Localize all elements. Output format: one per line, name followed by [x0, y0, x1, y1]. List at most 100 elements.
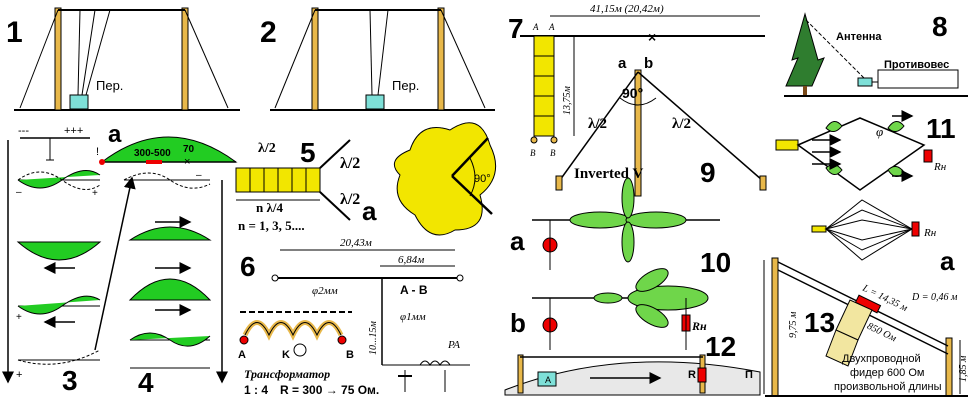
current-hump [100, 136, 238, 163]
lobe [825, 164, 843, 175]
feeder-line-2: фидер 600 Ом [850, 367, 924, 379]
panel-13-sloping-antenna: L = 14,35 м Rн = 850 Ом D = 0,46 м 9,75 … [763, 257, 969, 397]
downlead-2 [377, 9, 389, 96]
height-right-label: 1,85 м [958, 355, 969, 382]
feed-point [99, 159, 105, 165]
rhombus [796, 117, 926, 191]
downlead-3 [85, 9, 111, 96]
exclamation: ! [96, 146, 99, 158]
mast-tall [771, 257, 779, 397]
angle-label: 90° [622, 85, 643, 101]
insulator-right [456, 274, 464, 282]
panel-10-radiation-patterns: a 10 b Rн [510, 177, 731, 350]
panel-11-rhombic-antenna: φ Rн 11 Rн a [775, 110, 956, 276]
panel-9-inverted-v: a b 90° λ/2 λ/2 Inverted V 9 [555, 55, 767, 197]
pattern-a-lobes [569, 177, 687, 263]
range-label: 300-500 [134, 148, 171, 159]
panel-number-7: 7 [508, 13, 524, 44]
transmitter-box [537, 371, 557, 387]
wave-shape [17, 170, 101, 189]
panel-5a-radiation-pattern: 90° a [362, 122, 497, 236]
angle-arc [619, 97, 657, 106]
terminal-b [337, 335, 347, 345]
half-wave-mid: λ/2 [340, 155, 360, 172]
guy-wire-right [440, 9, 486, 109]
panel-number-5: 5 [300, 137, 316, 168]
d-label: D = 0,46 м [911, 292, 958, 303]
transformer-title: Трансформатор [244, 367, 330, 381]
plus-signs: + [16, 369, 22, 381]
lobe [825, 121, 843, 132]
load-label: Rн [933, 161, 947, 173]
terminal-b-label: B [346, 349, 354, 361]
point-a: a [618, 55, 627, 72]
wave-shape [128, 278, 212, 301]
half-wave-bot: λ/2 [340, 191, 360, 208]
terminal-a [239, 335, 249, 345]
minus-sign: – [196, 170, 202, 181]
guy-wire-right [184, 9, 229, 109]
counterpoise-box [877, 69, 959, 89]
mast-left [311, 7, 319, 111]
n-values-label: n = 1, 3, 5.... [238, 218, 305, 233]
panel-12-beverage-antenna: A R П 12 [504, 331, 761, 396]
wave-shape [129, 332, 211, 347]
panel-number-6: 6 [240, 251, 256, 282]
ab-label: A - B [400, 283, 428, 297]
antenna-label: Антенна [836, 31, 882, 43]
height-label: 13,75м [562, 86, 573, 116]
panel-6-windom-antenna: 6 20,43м 6,84м φ2мм A - B φ1мм 10...15м … [238, 237, 470, 397]
terminal-right [550, 136, 558, 144]
panel-number-8: 8 [932, 11, 948, 42]
load-resistor-a [911, 221, 920, 237]
load-resistor [923, 149, 933, 163]
downlead-1 [77, 9, 81, 96]
lobe [887, 121, 905, 132]
mast-right [437, 7, 445, 111]
label-a-right: A [548, 22, 555, 32]
panel-number-12: 12 [705, 331, 736, 362]
mast-right [181, 7, 189, 111]
label-b-right: B [550, 148, 556, 158]
length-label: 41,15м (20,42м) [590, 3, 664, 15]
wave-dashed [17, 171, 101, 190]
dipole-arm-bottom [319, 191, 351, 221]
load-resistor [697, 367, 707, 383]
panel-2-antenna-between-masts: 2 Пер. [260, 7, 495, 111]
left-half-label: λ/2 [588, 116, 607, 132]
panel-number-2: 2 [260, 16, 277, 49]
label-b-left: B [530, 148, 536, 158]
panel-3-wave-sequence: --- +++ – + + + 3 [2, 125, 136, 396]
right-half-label: λ/2 [672, 116, 691, 132]
variant-letter-b: b [510, 308, 526, 338]
transmitter-box [365, 94, 385, 110]
panel-3a-current-distribution: a ! 300-500 70 × [96, 121, 238, 168]
element-arm-1 [451, 137, 489, 177]
counterpoise-label: Противовес [884, 59, 949, 71]
angle-label: 90° [474, 173, 491, 185]
transmitter-label: Пер. [96, 78, 123, 93]
guy-wire-left [274, 9, 316, 109]
panel-4-wave-sequence: – 4 [123, 170, 228, 398]
feeder-line-1: Двухпроводной [842, 353, 921, 365]
panel-number-13: 13 [804, 307, 835, 338]
panel-number-11: 11 [926, 113, 956, 144]
pattern-shape [393, 122, 497, 236]
point-b: b [644, 55, 653, 72]
label-a-left: A [532, 22, 539, 32]
variant-letter-a: a [510, 226, 525, 256]
dipole-arm-top [319, 139, 351, 169]
transformer-formula: R = 300 → 75 Ом. [280, 383, 379, 397]
transmitter-box [69, 94, 89, 110]
transformer-winding-outline [244, 322, 342, 337]
length-short: 6,84м [398, 254, 424, 266]
mast-short [945, 337, 953, 397]
length-total: 20,43м [340, 237, 372, 249]
load-label-a: Rн [923, 227, 937, 239]
mast [634, 69, 642, 197]
transformer-winding [242, 320, 344, 341]
variant-letter-a: a [362, 196, 377, 226]
quarter-wave-label: n λ/4 [256, 200, 283, 215]
load-label: Rн [691, 319, 707, 333]
